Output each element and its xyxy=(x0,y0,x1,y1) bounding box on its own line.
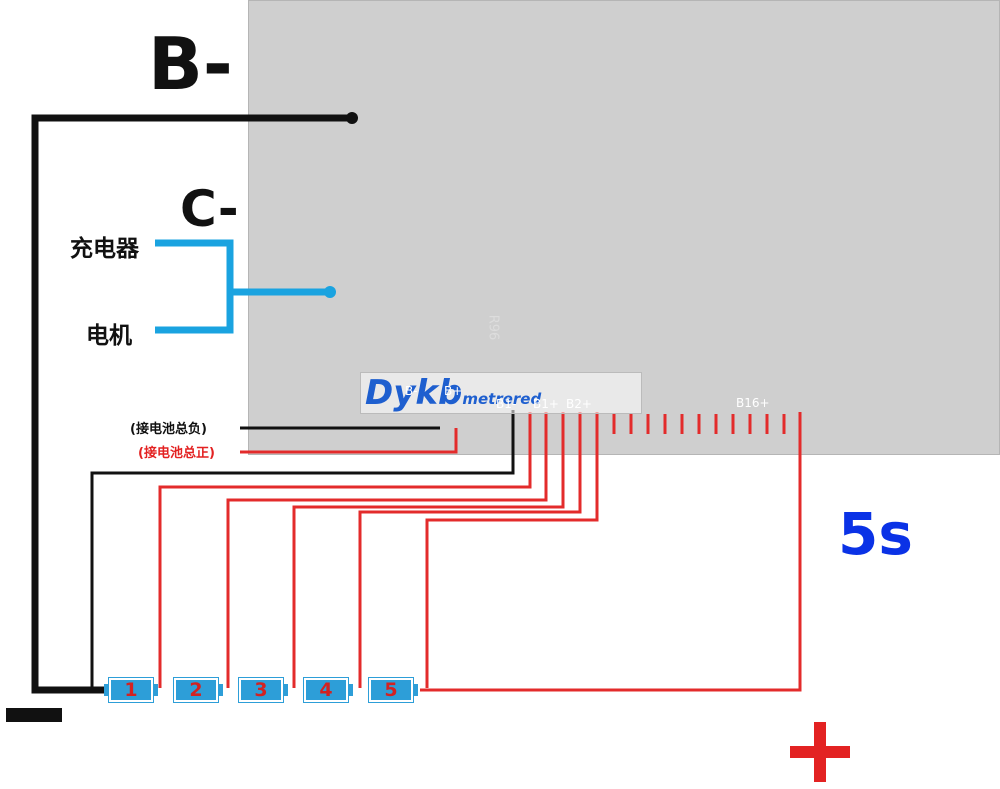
series-count-label: 5s xyxy=(838,500,913,568)
balance-lead-1 xyxy=(158,412,532,688)
motor-label: 电机 xyxy=(86,323,132,349)
charger-label: 充电器 xyxy=(70,236,139,262)
b-minus-wire xyxy=(31,114,352,694)
neg-terminal-label: (接电池总负) xyxy=(130,422,207,437)
watermark-suffix: metrered xyxy=(462,390,542,408)
cell-cap-left xyxy=(104,684,109,696)
cell-cap-5 xyxy=(413,684,418,696)
battery-cell-1: 1 xyxy=(109,678,153,702)
battery-cell-2: 2 xyxy=(174,678,218,702)
pos-terminal-label: (接电池总正) xyxy=(138,446,215,461)
battery-cell-4: 4 xyxy=(304,678,348,702)
plus-vertical xyxy=(814,722,826,782)
balance-lead-3 xyxy=(292,412,565,688)
balance-lead-5 xyxy=(425,412,599,688)
battery-cell-3: 3 xyxy=(239,678,283,702)
cell-cap-4 xyxy=(348,684,353,696)
balance-lead-2 xyxy=(226,412,548,688)
board-label-b2-plus: B2+ xyxy=(566,397,592,411)
board-label-r96: R96 xyxy=(485,314,501,341)
pack-negative-symbol xyxy=(6,708,62,722)
charger-wire xyxy=(155,239,234,334)
b16-plus-lead xyxy=(420,412,802,692)
b-minus-stud xyxy=(346,112,358,124)
cell-cap-2 xyxy=(218,684,223,696)
balance-lead-4 xyxy=(358,412,582,688)
board-label-b16-plus: B16+ xyxy=(736,396,770,410)
c-minus-label: C- xyxy=(180,180,239,238)
board-label-b-pad: B- xyxy=(405,384,418,398)
unused-balance-pins xyxy=(612,414,786,434)
board-label-b-plus-pad: B+ xyxy=(444,384,463,398)
cell-cap-3 xyxy=(283,684,288,696)
watermark-text: Dykb xyxy=(365,373,463,413)
cell-cap-1 xyxy=(153,684,158,696)
pack-positive-symbol xyxy=(790,722,852,784)
watermark: Dykbmetrered xyxy=(360,372,642,414)
neg-sense-drop xyxy=(90,410,515,690)
board-label-b1-plus: B1+ xyxy=(533,397,559,411)
pos-total-wire xyxy=(240,428,458,454)
board-label-b1-minus: B1- xyxy=(496,397,517,411)
b-minus-label: B- xyxy=(148,22,233,106)
battery-cell-5: 5 xyxy=(369,678,413,702)
